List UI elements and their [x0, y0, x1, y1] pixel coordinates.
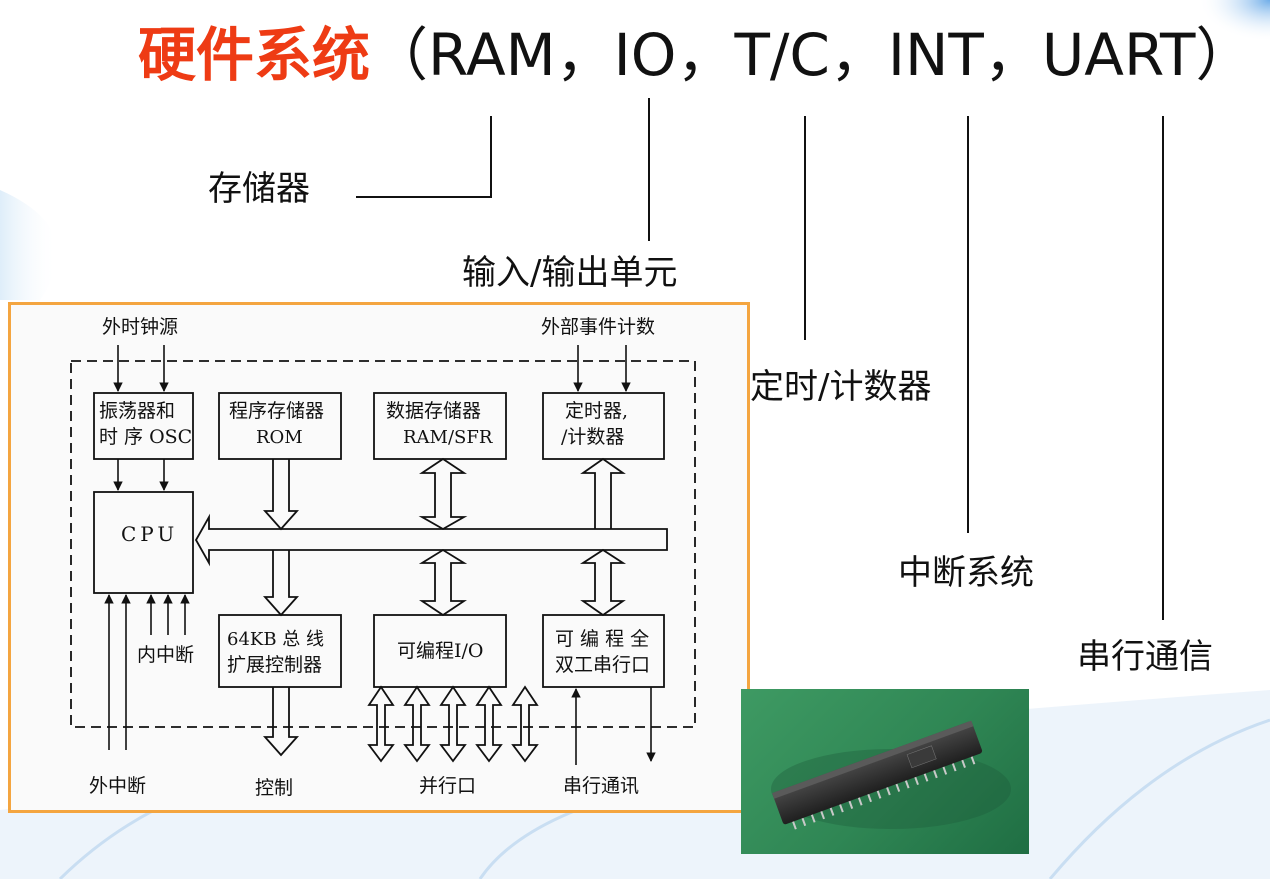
block-diagram-svg: 外时钟源 外部事件计数 振荡器和 时 序 OSC 程序存储器 ROM 数据存储器… [70, 316, 696, 799]
ram-block [373, 392, 507, 460]
ram-bus-arrow [418, 457, 468, 531]
internal-bus [194, 513, 668, 567]
chip-boundary [70, 360, 696, 728]
bus-controller-block [218, 614, 342, 688]
chip-photo [741, 689, 1029, 854]
pio-label: 可编程I/O [397, 640, 483, 662]
cpu-block [93, 491, 194, 594]
control-arrow [262, 687, 300, 757]
internal-interrupt-label: 内中断 [137, 644, 194, 666]
cpu-label: CPU [121, 522, 178, 546]
osc-block [93, 392, 194, 460]
connector-memory [356, 116, 492, 198]
label-interrupt-system: 中断系统 [898, 553, 1034, 593]
bus-label-1: 64KB 总 线 [227, 629, 324, 650]
label-serial-communication: 串行通信 [1077, 637, 1213, 677]
parallel-port-label: 并行口 [419, 775, 476, 797]
page-title: 硬件系统（RAM，IO，T/C，INT，UART） [138, 26, 1253, 84]
rom-block [218, 392, 342, 460]
timer-bus-arrow [580, 457, 626, 529]
parallel-arrow-4 [475, 685, 503, 763]
parallel-arrow-3 [439, 685, 467, 763]
external-interrupt-label: 外中断 [89, 775, 146, 797]
rom-bus-arrow [262, 459, 300, 531]
ram-label-2: RAM/SFR [403, 427, 493, 448]
title-rest: （RAM，IO，T/C，INT，UART） [370, 21, 1254, 89]
osc-label-1: 振荡器和 [99, 400, 175, 422]
bus-label-2: 扩展控制器 [227, 654, 322, 676]
label-memory: 存储器 [208, 169, 310, 209]
bus-controller-arrow [262, 550, 300, 617]
ram-label-1: 数据存储器 [386, 400, 481, 422]
uart-label-1: 可 编 程 全 [555, 628, 649, 650]
uart-bus-arrow [579, 548, 627, 617]
uart-label-2: 双工串行口 [555, 654, 650, 676]
osc-label-2: 时 序 OSC [99, 426, 192, 448]
label-io-unit: 输入/输出单元 [462, 253, 678, 293]
rom-label-2: ROM [256, 427, 303, 448]
parallel-arrow-1 [367, 685, 395, 763]
parallel-arrow-2 [403, 685, 431, 763]
title-highlight: 硬件系统 [138, 21, 371, 89]
uart-block [542, 614, 665, 688]
timer-label-2: /计数器 [561, 426, 624, 448]
timer-label-1: 定时器, [565, 400, 628, 422]
parallel-arrow-5 [511, 685, 539, 763]
pio-block [373, 614, 507, 688]
rom-label-1: 程序存储器 [229, 400, 324, 422]
label-timer-counter: 定时/计数器 [750, 367, 932, 407]
mcu-block-diagram: 外时钟源 外部事件计数 振荡器和 时 序 OSC 程序存储器 ROM 数据存储器… [8, 302, 750, 813]
dip-chip-illustration [771, 720, 1011, 830]
pio-bus-arrow [418, 548, 468, 617]
control-label: 控制 [255, 777, 293, 799]
serial-comm-label: 串行通讯 [563, 775, 639, 797]
ext-clock-label: 外时钟源 [102, 316, 178, 338]
ext-event-label: 外部事件计数 [541, 316, 655, 338]
